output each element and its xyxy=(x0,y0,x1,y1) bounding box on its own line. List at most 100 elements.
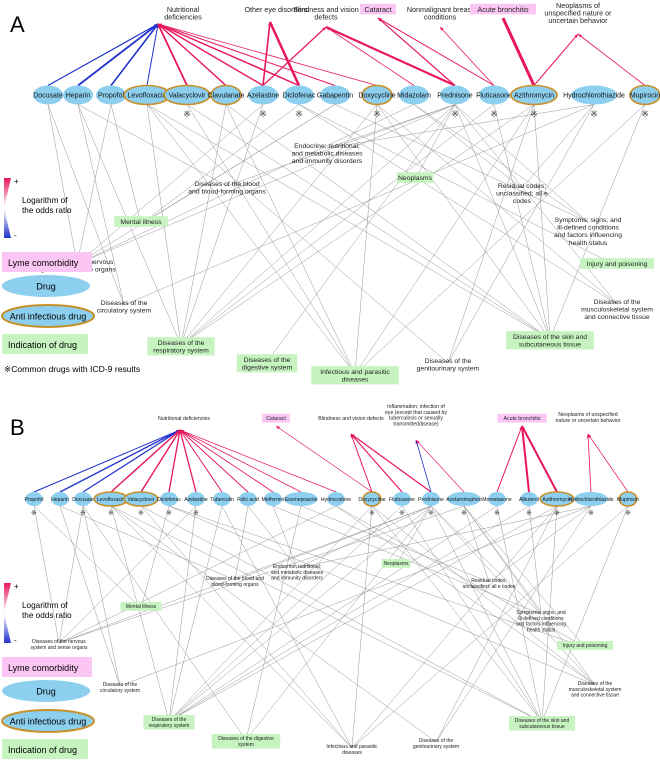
comorbidity-label-blind: Blindness and vision defects xyxy=(318,416,384,422)
edge-azel-nerv xyxy=(76,104,264,265)
edge-diclo-mental xyxy=(140,104,300,225)
common-drug-star-albu: ※ xyxy=(526,509,532,517)
edge-mome-resp xyxy=(168,505,498,722)
edge-docusate-nutr xyxy=(47,23,159,87)
indication-box-resp xyxy=(147,337,215,356)
drug-node-albu xyxy=(520,492,538,506)
drug-label-pred: Prednisone xyxy=(418,497,444,503)
common-drug-star-valacy: ※ xyxy=(183,109,191,119)
edge-doxy-musc xyxy=(376,104,618,305)
edge-acet-musc xyxy=(463,505,596,686)
indication-box-dig xyxy=(236,354,298,373)
edge-doxy-skin xyxy=(376,104,551,340)
edge-propofol-nerv xyxy=(33,505,60,644)
edge-valacy-skin xyxy=(140,505,543,723)
edge-levo-skin xyxy=(110,505,543,723)
common-drug-star-flut: ※ xyxy=(490,109,498,119)
drug-label-levo: Levofloxacin xyxy=(128,92,167,99)
edge-azel-resp xyxy=(168,505,197,722)
edge-mupi-neo xyxy=(577,33,646,86)
edge-valacy-nutr xyxy=(157,23,188,86)
common-drug-star-levo: ※ xyxy=(108,509,114,517)
edge-hctz-endo xyxy=(296,505,592,569)
indication-label-resid: Residual codes;unclassified; all e codes xyxy=(463,578,516,590)
legend-comorbidity-label: Lyme comorbidity xyxy=(8,258,79,268)
legend-minus: - xyxy=(14,231,17,240)
drug-node-docusate xyxy=(33,85,63,105)
drug-node-doxy xyxy=(361,84,393,106)
drug-node-flut xyxy=(393,492,411,506)
drug-node-esom xyxy=(284,492,318,506)
edge-pred-resp xyxy=(168,505,432,722)
arrowhead-mupi-neo xyxy=(588,434,592,438)
drug-node-mida xyxy=(399,85,429,105)
indication-box-skin xyxy=(509,716,575,731)
edge-azith-skin xyxy=(533,104,551,340)
drug-node-acet xyxy=(447,492,481,506)
drug-node-clav xyxy=(210,84,242,106)
drug-node-azith xyxy=(510,84,558,106)
legend-anti-ellipse xyxy=(1,304,95,328)
legend-comorbidity-label: Lyme comorbidity xyxy=(8,663,79,673)
edge-pred-musc xyxy=(430,505,596,686)
edge-diclo-nutr xyxy=(168,429,181,493)
drug-node-mupi xyxy=(618,491,638,507)
comorbidity-label-nutr: Nutritional deficiencies xyxy=(158,416,210,422)
edge-flut-cat xyxy=(377,17,495,86)
indication-box-infect xyxy=(311,366,399,385)
indication-label-endo: Endocrine; nutritional;and metabolic dis… xyxy=(291,143,363,165)
common-drug-star-propofol: ※ xyxy=(31,509,37,517)
legend-anti-ellipse xyxy=(1,709,95,733)
drug-label-azith: Azithromycin xyxy=(514,92,554,99)
edge-esom-nutr xyxy=(179,429,302,493)
edge-pred-musc xyxy=(454,104,618,305)
edge-diclo-nutr xyxy=(157,23,300,87)
edge-azith-acb xyxy=(521,425,558,493)
edge-docusate-dig xyxy=(82,505,247,741)
drug-node-valacy xyxy=(163,84,211,106)
edge-acet-nerv xyxy=(58,505,465,644)
indication-label-endo: Endocrine; nutritional;and metabolic dis… xyxy=(271,564,324,582)
drug-label-heparin: Heparin xyxy=(66,92,91,99)
edge-flut-resp xyxy=(168,505,403,722)
edge-doxy-infect xyxy=(351,505,373,749)
drug-label-propofol: Propofol xyxy=(98,92,125,99)
edge-propofol-nutr xyxy=(110,23,159,86)
drug-label-acet: Acetaminophen xyxy=(446,497,482,503)
edge-levo-skin xyxy=(146,104,551,340)
drug-node-mome xyxy=(488,492,506,506)
drug-label-pred: Prednisone xyxy=(437,92,473,99)
common-drug-star-azel: ※ xyxy=(193,509,199,517)
edge-hydro-nutr xyxy=(179,429,337,493)
legend-drug-label: Drug xyxy=(36,687,56,697)
common-drug-star-pred: ※ xyxy=(428,509,434,517)
indication-box-injury xyxy=(580,258,654,269)
arrowhead-flut-nmb xyxy=(440,27,444,31)
edge-pred-dig xyxy=(266,104,456,363)
edge-mupi-skin xyxy=(541,505,629,723)
indication-edges xyxy=(47,104,646,375)
drug-label-valacy: Valacyclovir xyxy=(128,497,155,503)
edge-pred-endo xyxy=(296,505,432,569)
legend-indication-label: Indication of drug xyxy=(8,340,77,350)
edge-diclo-musc xyxy=(168,505,596,686)
indication-box-neop xyxy=(381,559,411,568)
indication-label-mental: Mental illness xyxy=(120,219,162,226)
edge-levo-infect xyxy=(110,505,353,749)
comorbidity-box-cat xyxy=(262,413,290,423)
edge-hctz-circ xyxy=(119,505,592,687)
edge-mupi-neo xyxy=(587,433,629,493)
